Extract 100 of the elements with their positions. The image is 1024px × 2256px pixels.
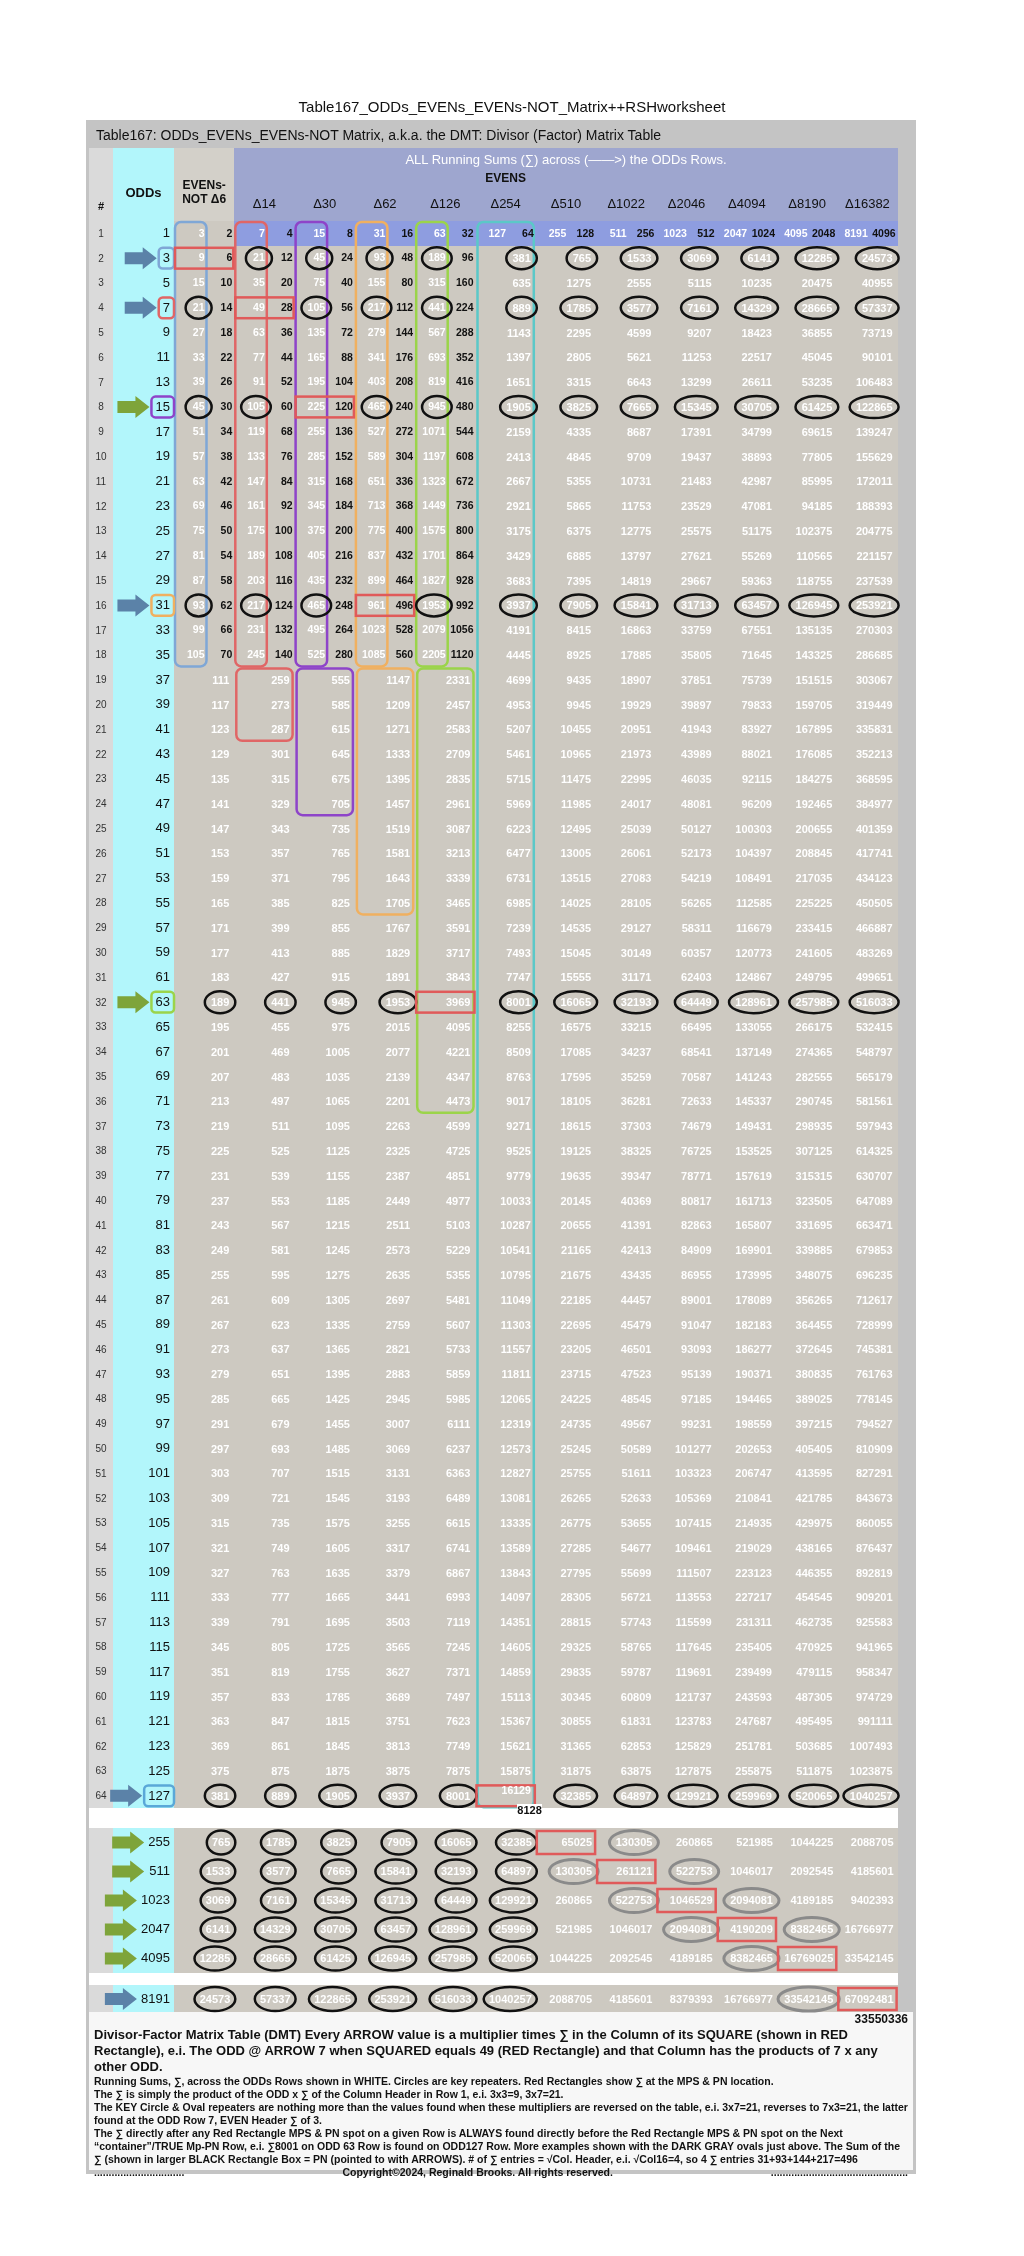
running-sum: 8382465 xyxy=(790,1923,834,1936)
running-sum: 309 xyxy=(210,1492,230,1505)
running-sum: 6985 xyxy=(506,896,531,910)
running-sum: 45 xyxy=(192,401,205,413)
running-sum: 26061 xyxy=(620,847,652,860)
running-sum: 339885 xyxy=(795,1244,833,1257)
even-value: 92 xyxy=(280,500,293,512)
row-number: 60 xyxy=(95,1691,107,1703)
running-sum: 33542145 xyxy=(784,1992,834,2006)
running-sum: 15045 xyxy=(560,946,592,959)
running-sum: 15875 xyxy=(500,1764,531,1778)
running-sum: 567 xyxy=(271,1219,290,1232)
running-sum: 609 xyxy=(271,1293,290,1306)
running-sum: 614325 xyxy=(855,1144,893,1158)
running-sum: 2457 xyxy=(446,698,471,711)
running-sum: 1695 xyxy=(325,1616,350,1629)
odd-number: 115 xyxy=(149,1639,170,1655)
running-sum: 60357 xyxy=(681,946,712,959)
running-sum: 833 xyxy=(271,1690,290,1703)
running-sum: 13515 xyxy=(560,872,592,885)
running-sum: 24017 xyxy=(620,797,652,810)
running-sum: 327 xyxy=(210,1566,230,1579)
running-sum: 827291 xyxy=(855,1467,893,1480)
running-sum: 89001 xyxy=(681,1293,712,1306)
running-sum: 40369 xyxy=(620,1194,652,1207)
running-sum: 245 xyxy=(247,649,265,661)
running-sum: 101277 xyxy=(674,1442,712,1455)
running-sum: 124867 xyxy=(735,971,772,984)
running-sum: 14329 xyxy=(741,301,772,314)
running-sum: 38325 xyxy=(620,1144,652,1158)
running-sum: 107415 xyxy=(674,1516,712,1530)
running-sum: 7371 xyxy=(446,1665,471,1678)
running-sum: 794527 xyxy=(855,1417,893,1430)
odd-number: 35 xyxy=(155,647,170,663)
running-sum: 1575 xyxy=(325,1516,350,1530)
running-sum: 84909 xyxy=(681,1244,712,1257)
even-value: 168 xyxy=(335,475,353,488)
running-sum: 135 xyxy=(307,326,326,339)
column-header: Δ30 xyxy=(313,196,337,212)
running-sum: 7161 xyxy=(266,1894,291,1907)
running-sum: 51611 xyxy=(621,1467,652,1480)
running-sum: 34799 xyxy=(741,425,772,438)
even-value: 248 xyxy=(335,599,353,612)
running-sum: 8925 xyxy=(566,648,592,662)
running-sum: 44457 xyxy=(620,1293,652,1306)
running-sum: 315 xyxy=(210,1516,230,1530)
odd-number: 17 xyxy=(155,424,170,439)
running-sum: 14535 xyxy=(560,921,592,934)
running-sum: 91 xyxy=(253,376,265,388)
even-value: 52 xyxy=(280,376,293,388)
running-sum: 36281 xyxy=(620,1095,652,1108)
running-sum: 273 xyxy=(271,698,290,711)
running-sum: 165 xyxy=(307,351,326,364)
running-sum: 345 xyxy=(210,1640,230,1654)
running-sum: 5865 xyxy=(566,500,592,513)
running-sum: 56721 xyxy=(620,1591,652,1604)
even-value: 240 xyxy=(395,401,414,413)
running-sum: 7747 xyxy=(506,971,531,984)
running-sum: 1197 xyxy=(422,450,446,463)
running-sum: 28815 xyxy=(560,1616,592,1629)
odd-number: 83 xyxy=(155,1243,170,1258)
running-sum: 147 xyxy=(247,475,265,488)
running-sum: 1891 xyxy=(385,971,411,984)
running-sum: 7749 xyxy=(446,1740,471,1753)
running-sum: 129921 xyxy=(495,1894,532,1907)
running-sum: 176085 xyxy=(795,748,833,761)
running-sum: 53655 xyxy=(620,1516,652,1530)
running-sum: 178089 xyxy=(735,1293,772,1306)
running-sum: 130305 xyxy=(615,1836,653,1849)
running-sum: 663471 xyxy=(855,1219,893,1232)
running-sum: 696235 xyxy=(855,1268,893,1282)
running-sum: 27 xyxy=(192,326,205,339)
running-sum: 351 xyxy=(210,1665,230,1678)
odd-number: 41 xyxy=(155,722,170,737)
running-sum: 909201 xyxy=(855,1591,893,1604)
running-sum: 97185 xyxy=(681,1392,712,1406)
even-value: 184 xyxy=(335,500,353,512)
running-sum: 59787 xyxy=(620,1665,652,1678)
running-sum: 13081 xyxy=(500,1492,531,1505)
running-sum: 274365 xyxy=(795,1045,833,1058)
running-sum: 303 xyxy=(210,1467,230,1480)
running-sum: 29835 xyxy=(560,1665,592,1678)
even-value: 56 xyxy=(341,302,353,314)
row-number: 63 xyxy=(95,1765,107,1777)
running-sum: 791 xyxy=(271,1616,290,1629)
running-sum: 1533 xyxy=(626,252,652,265)
running-sum: 15345 xyxy=(681,400,712,414)
running-sum: 75 xyxy=(192,525,205,537)
running-sum: 520065 xyxy=(495,1952,532,1965)
running-sum: 3825 xyxy=(326,1836,351,1849)
running-sum: 5103 xyxy=(446,1219,471,1232)
running-sum: 511 xyxy=(271,1120,290,1133)
running-sum: 303067 xyxy=(855,673,893,686)
row-number: 21 xyxy=(95,723,107,735)
even-value: 176 xyxy=(395,351,414,364)
note-paragraph: The KEY Circle & Oval repeaters are nothing more than the values found when these multipliers are reversed on the table, e.i. 3x7=21, reverses to 7x3=21, the latter found at the ODD Row 7, EVEN Header ∑ of 3. xyxy=(94,2101,908,2127)
running-sum: 399 xyxy=(271,921,290,934)
running-sum: 15345 xyxy=(320,1894,351,1907)
running-sum: 223123 xyxy=(735,1566,772,1579)
running-sum: 2583 xyxy=(446,723,471,736)
